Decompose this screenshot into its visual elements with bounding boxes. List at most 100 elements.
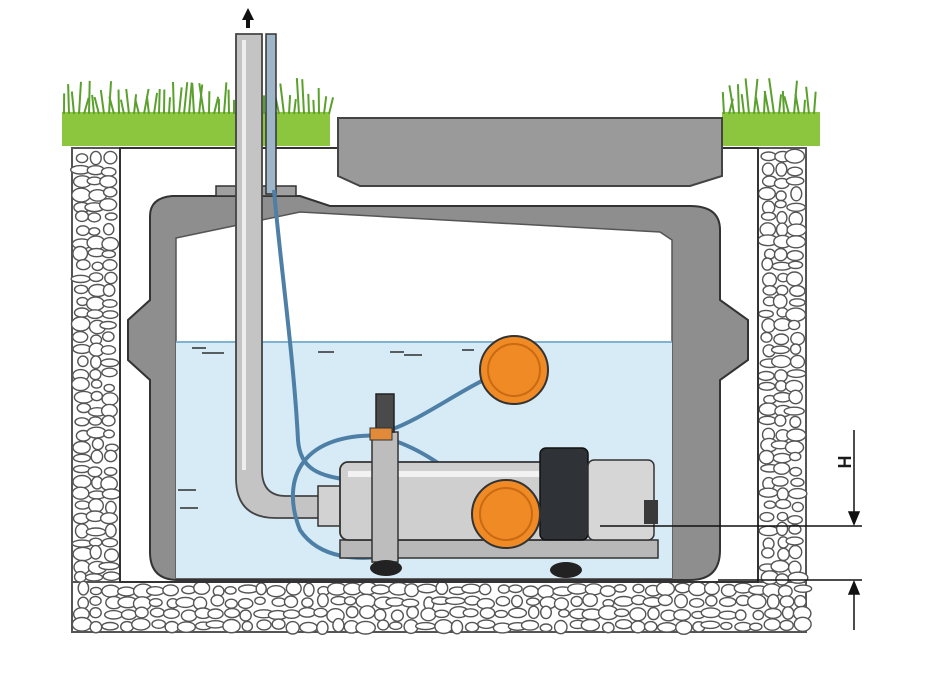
- gravel-stone: [788, 524, 802, 535]
- grass-blade: [736, 84, 740, 115]
- gravel-stone: [787, 319, 801, 331]
- gravel-stone: [734, 609, 747, 621]
- gravel-stone: [89, 586, 103, 596]
- gravel-stone: [775, 521, 789, 537]
- gravel-stone: [345, 605, 359, 619]
- gravel-stone: [775, 222, 789, 237]
- cable-clamp: [369, 427, 393, 441]
- gravel-stone: [540, 605, 553, 620]
- gravel-stone: [104, 271, 118, 285]
- grass-blades: [63, 78, 817, 115]
- gravel-stone: [788, 298, 806, 307]
- grass-blade: [178, 87, 183, 115]
- gravel-stone: [788, 544, 803, 560]
- gravel-stone: [787, 260, 804, 270]
- gravel-stone: [134, 606, 149, 619]
- gravel-stone: [85, 527, 107, 537]
- gravel-stone: [101, 236, 120, 252]
- gravel-stone: [777, 584, 793, 598]
- grass-blade: [768, 78, 775, 115]
- gravel-stone: [757, 370, 775, 382]
- arrow-up-icon: [847, 580, 861, 595]
- pipe-inner-tube: [265, 33, 277, 195]
- gravel-stone: [793, 594, 807, 608]
- grass-blade: [778, 94, 783, 115]
- gravel-stone: [266, 585, 286, 598]
- gravel-stone: [758, 402, 778, 417]
- gravel-stone: [74, 417, 90, 427]
- gravel-stone: [495, 595, 511, 607]
- gravel-stone: [99, 512, 119, 525]
- gravel-stone: [763, 500, 777, 510]
- gravel-stone: [88, 227, 101, 236]
- gravel-stone: [102, 259, 118, 272]
- grass-blade: [803, 99, 806, 115]
- gravel-stone: [285, 620, 300, 635]
- gravel-stone: [86, 426, 107, 439]
- gravel-stone: [271, 618, 286, 630]
- gravel-stone: [700, 620, 721, 630]
- gravel-stone: [774, 379, 788, 392]
- gravel-stone: [332, 617, 345, 633]
- gravel-stone: [72, 343, 92, 355]
- gravel-stone: [757, 186, 776, 201]
- gravel-stone: [149, 607, 165, 618]
- grass-blade: [108, 96, 115, 115]
- gravel-stone: [102, 310, 119, 320]
- gravel-stone: [791, 501, 804, 513]
- gravel-stone: [102, 429, 115, 439]
- gravel-stone: [358, 605, 376, 620]
- gravel-stone: [101, 367, 118, 378]
- gravel-stone: [76, 402, 92, 414]
- gravel-stone: [525, 597, 540, 607]
- gravel-stone: [788, 451, 802, 462]
- gravel-stone: [89, 150, 102, 166]
- gravel-stone: [761, 272, 778, 288]
- gravel-stone: [434, 609, 450, 619]
- gravel-stone: [103, 466, 118, 477]
- gravel-stone: [224, 607, 241, 619]
- gravel-stone: [786, 166, 804, 177]
- grass-blade: [143, 88, 150, 115]
- gravel-stone: [180, 609, 198, 623]
- gravel-stone: [254, 596, 266, 606]
- gravel-stone: [790, 331, 806, 346]
- grass-blade: [323, 96, 328, 115]
- gravel-stone: [758, 381, 776, 391]
- grass-blade: [198, 84, 204, 115]
- gravel-stone: [72, 440, 91, 455]
- gravel-stone: [373, 608, 387, 622]
- gravel-stone: [148, 597, 163, 608]
- gravel-stone: [72, 464, 91, 474]
- gravel-stone: [205, 620, 226, 629]
- gravel-stone: [71, 376, 90, 392]
- gravel-stone: [657, 622, 678, 633]
- gravel-stone: [558, 608, 570, 618]
- gravel-stone: [151, 619, 167, 629]
- gravel-stone: [71, 616, 93, 632]
- gravel-stone: [614, 619, 633, 630]
- grass-blade: [813, 91, 817, 115]
- grass-blade: [83, 97, 90, 115]
- gravel-stone: [343, 596, 357, 606]
- gravel-stone: [239, 609, 252, 622]
- gravel-stone: [632, 583, 645, 594]
- gravel-stone: [760, 331, 773, 343]
- grass-blade: [293, 98, 297, 115]
- gravel-stone: [775, 161, 788, 177]
- gravel-stone: [103, 150, 118, 165]
- grass-blade: [295, 78, 300, 115]
- gravel-stone: [779, 619, 794, 632]
- gravel-stone: [774, 414, 787, 427]
- grass-blade: [191, 83, 195, 115]
- gravel-stone: [761, 547, 775, 559]
- gravel-stone: [89, 368, 102, 381]
- gravel-stone: [774, 199, 787, 209]
- gravel-stone: [85, 296, 105, 312]
- gravel-stone: [758, 309, 775, 319]
- grass: [62, 78, 820, 146]
- gravel-stone: [222, 618, 241, 634]
- gravel-stone: [758, 525, 780, 537]
- grass-right: [722, 112, 820, 146]
- gravel-stone: [86, 309, 104, 320]
